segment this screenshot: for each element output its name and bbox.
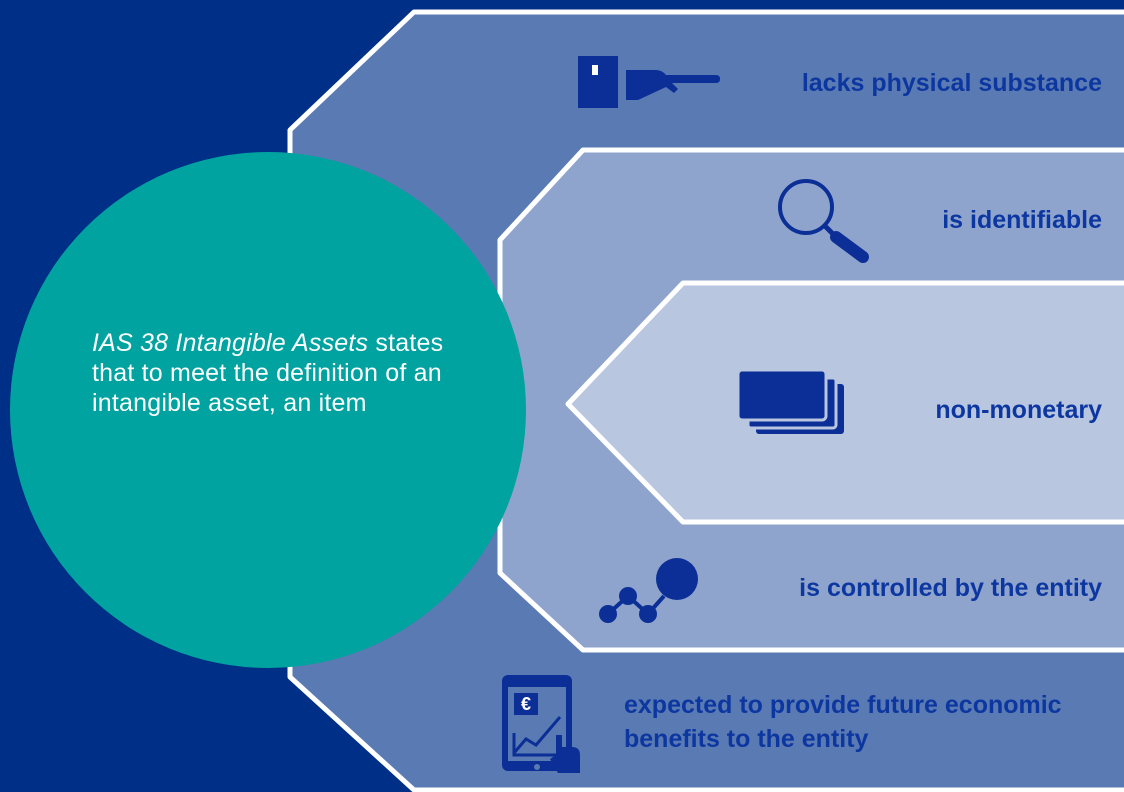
label-non-monetary: non-monetary [935, 396, 1102, 424]
label-expected-future-economic-benefits: expected to provide future economic bene… [624, 688, 1102, 756]
intro-sentence: states that to meet the definition of an… [92, 329, 444, 417]
label-expected-text: expected to provide future economic bene… [624, 691, 1062, 753]
intro-circle [10, 152, 526, 668]
intro-text-block: IAS 38 Intangible Assets states that to … [92, 328, 482, 418]
magnifying-glass-icon [778, 179, 869, 263]
tablet-euro-chart-icon: € [502, 675, 580, 773]
standard-name: IAS 38 Intangible Assets [92, 329, 369, 357]
band-non-monetary [565, 280, 1124, 525]
label-lacks-physical-substance: lacks physical substance [801, 69, 1102, 97]
label-is-controlled-by-the-entity: is controlled by the entity [799, 574, 1102, 602]
label-is-identifiable: is identifiable [942, 206, 1102, 234]
hand-holding-cube-icon [578, 56, 720, 108]
stacked-cards-icon [738, 370, 844, 434]
connected-nodes-icon [599, 558, 698, 623]
svg-text:€: € [521, 694, 531, 714]
